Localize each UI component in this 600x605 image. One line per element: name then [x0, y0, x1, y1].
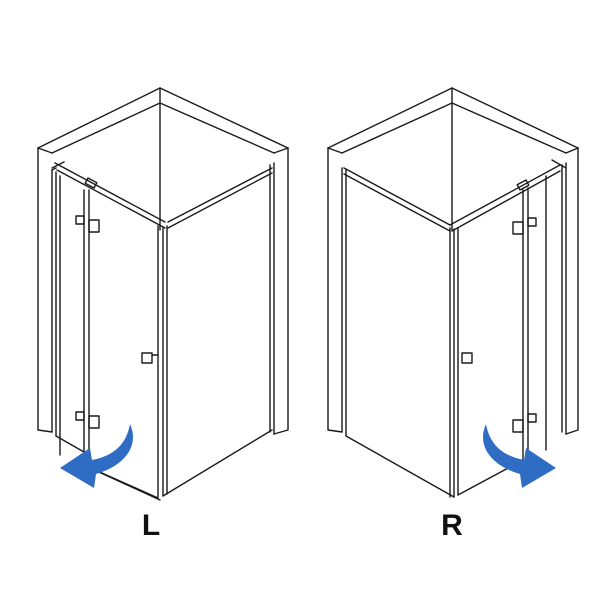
curved-arrow-right-icon — [483, 424, 556, 488]
fixed-panel-l — [157, 225, 273, 498]
hinge-top-l — [75, 215, 100, 233]
wall-profile-left-r — [341, 167, 347, 437]
floor-l — [55, 435, 161, 501]
hinge-top-r — [512, 217, 537, 235]
enclosure-left — [37, 87, 289, 501]
top-rail-l — [51, 161, 166, 229]
handle-l — [141, 352, 159, 364]
wall-right-enclosure-r — [327, 87, 579, 435]
side-rail-l — [167, 167, 273, 229]
hinge-bottom-r — [512, 413, 537, 433]
label-left: L — [141, 509, 161, 542]
curved-arrow-left-icon — [60, 424, 133, 488]
top-rail-r — [449, 159, 567, 232]
side-rail-r — [343, 167, 451, 232]
enclosure-right — [327, 87, 579, 498]
door-panel-l — [59, 175, 159, 499]
fixed-panel-r — [345, 227, 459, 498]
label-right: R — [441, 509, 463, 542]
hinge-bottom-l — [75, 411, 100, 429]
door-panel-r — [457, 175, 547, 496]
wall-profile-right-r — [561, 162, 567, 435]
handle-r — [461, 352, 473, 364]
wall-profile-left-l — [51, 167, 57, 437]
wall-left-enclosure-l — [37, 87, 289, 435]
wall-profile-right-l — [269, 162, 275, 435]
